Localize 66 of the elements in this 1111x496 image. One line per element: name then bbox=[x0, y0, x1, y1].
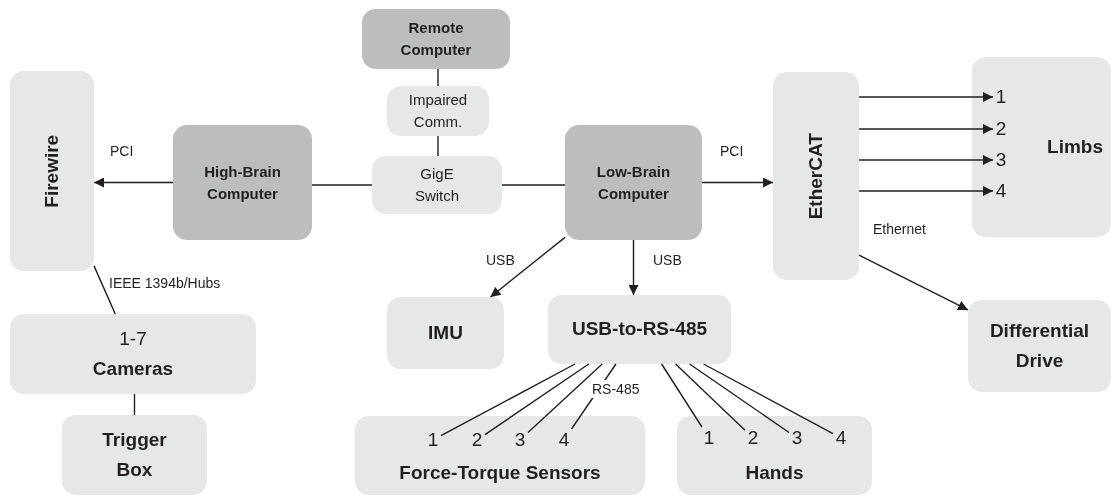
connector-line bbox=[660, 363, 703, 428]
bus-box bbox=[773, 72, 859, 280]
bus-label: RS-485 bbox=[590, 380, 642, 398]
arrow bbox=[628, 239, 639, 296]
bus-box bbox=[10, 71, 94, 271]
arrow bbox=[93, 177, 174, 188]
arrow bbox=[858, 124, 994, 134]
connector-line bbox=[437, 68, 439, 87]
arrow bbox=[489, 236, 566, 298]
connector-line bbox=[702, 363, 834, 435]
computer-box bbox=[362, 9, 510, 69]
connector-line bbox=[133, 393, 136, 416]
process-box bbox=[387, 86, 489, 136]
node-label: 4 bbox=[995, 180, 1007, 202]
node-label: High-Brain Computer bbox=[203, 161, 282, 204]
node-label: USB-to-RS-485 bbox=[571, 317, 708, 342]
switch-box bbox=[372, 156, 502, 214]
connector-line bbox=[311, 184, 373, 186]
device-box bbox=[387, 297, 504, 369]
node-label: Limbs bbox=[1047, 134, 1103, 159]
device-group-box bbox=[677, 416, 872, 495]
connector-line bbox=[93, 265, 116, 315]
node-label: Low-Brain Computer bbox=[595, 161, 672, 204]
computer-box bbox=[173, 125, 312, 240]
node-label: 3 bbox=[514, 429, 526, 451]
node-label: Remote Computer bbox=[399, 18, 473, 60]
node-label: Cameras bbox=[92, 357, 174, 381]
node-label: 3 bbox=[995, 149, 1007, 171]
node-label: 1 bbox=[703, 427, 715, 449]
node-label: Firewire bbox=[39, 134, 63, 208]
arrow bbox=[858, 186, 994, 196]
node-label: 4 bbox=[558, 429, 570, 451]
arrow bbox=[858, 155, 994, 165]
node-label: 3 bbox=[791, 427, 803, 449]
connector-line bbox=[484, 363, 590, 436]
node-label: 4 bbox=[835, 427, 847, 449]
computer-box bbox=[565, 125, 702, 240]
device-group-box bbox=[355, 416, 645, 495]
node-label: Impaired Comm. bbox=[407, 90, 469, 132]
node-label: GigE Switch bbox=[413, 164, 461, 206]
connector-line bbox=[501, 184, 566, 186]
node-label: 2 bbox=[995, 118, 1007, 140]
device-box bbox=[968, 300, 1111, 392]
node-label: 2 bbox=[747, 427, 759, 449]
converter-box bbox=[548, 295, 731, 364]
node-label: 2 bbox=[471, 429, 483, 451]
connector-line bbox=[674, 363, 746, 432]
device-box bbox=[10, 314, 256, 394]
device-group-box bbox=[972, 57, 1111, 237]
node-label: 1 bbox=[995, 86, 1007, 108]
node-label: 1 bbox=[427, 429, 439, 451]
node-label: IMU bbox=[428, 320, 463, 345]
node-label: Trigger Box bbox=[101, 428, 168, 482]
node-label: 1-7 bbox=[119, 327, 147, 351]
node-label: Hands bbox=[745, 460, 804, 485]
node-label: Differential Drive bbox=[988, 319, 1091, 373]
node-label: Force-Torque Sensors bbox=[399, 460, 601, 485]
connector-line bbox=[527, 363, 603, 434]
connector-line bbox=[437, 135, 439, 157]
connector-line bbox=[440, 363, 576, 437]
node-label: EtherCAT bbox=[803, 132, 827, 220]
arrow bbox=[858, 254, 969, 311]
device-box bbox=[62, 415, 207, 495]
arrow bbox=[701, 177, 774, 188]
arrow bbox=[858, 92, 994, 102]
connector-line bbox=[688, 363, 790, 434]
